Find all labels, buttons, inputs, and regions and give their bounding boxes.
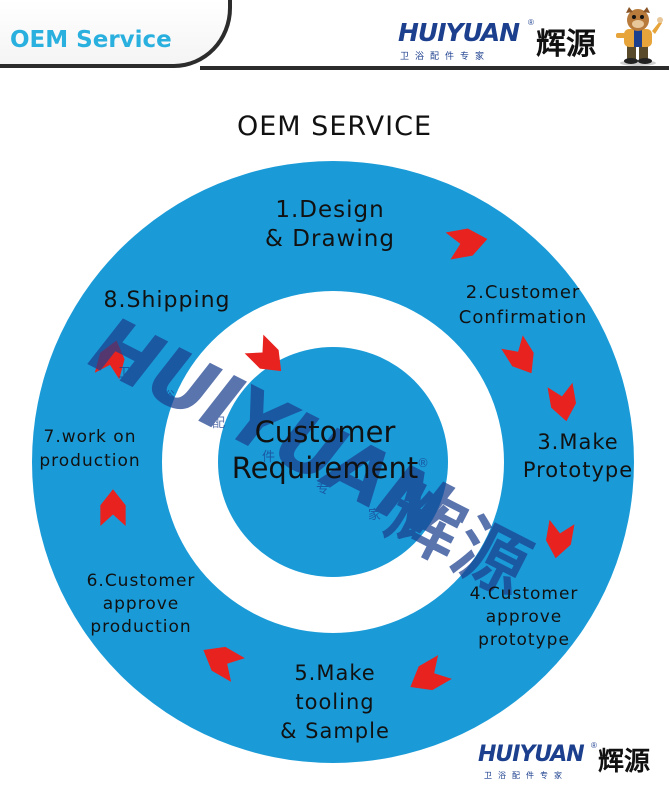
footer-logo-registered-mark: ® [591,741,597,750]
watermark-tagline-char-3: 配 [212,416,226,431]
header-logo: HUIYUAN ® 辉源 卫浴配件专家 [398,18,608,66]
step-3-label: 3.Make Prototype [503,428,653,484]
header: OEM Service HUIYUAN ® 辉源 卫浴配件专家 [0,0,669,78]
step-7-line-1: 7.work on [43,427,137,447]
flow-arrow-3 [547,382,577,422]
step-8-line-1: 8.Shipping [103,288,231,313]
footer-logo-tagline: 卫浴配件专家 [484,771,568,780]
center-disc [218,347,448,577]
step-6-line-1: 6.Customer [86,571,196,591]
footer-logo-wordmark: HUIYUAN [478,742,585,767]
header-tab-title: OEM Service [10,27,172,53]
header-logo-wordmark: HUIYUAN [398,18,520,47]
step-1-line-1: 1.Design [275,197,385,223]
step-2-line-1: 2.Customer [465,282,581,303]
watermark-tagline-char-6: 家 [368,508,382,523]
watermark-tagline-char-4: 件 [262,450,276,465]
center-label-line-1: Customer [254,415,396,449]
watermark-tagline-char-5: 专 [316,482,330,497]
flow-arrow-1 [445,228,488,260]
mascot-icon [616,7,663,66]
step-6-label: 6.Customer approve production [66,570,216,639]
flow-arrow-6 [203,646,245,682]
header-logo-tagline: 卫浴配件专家 [400,51,491,61]
step-4-line-3: prototype [478,630,570,650]
step-3-line-2: Prototype [522,458,634,482]
step-4-label: 4.Customer approve prototype [454,583,594,652]
header-logo-registered-mark: ® [528,18,534,27]
watermark-tagline-char-1: 卫 [118,366,132,381]
step-4-line-2: approve [485,607,563,627]
step-5-line-3: & Sample [280,719,390,743]
step-2-label: 2.Customer Confirmation [447,280,599,330]
step-4-line-1: 4.Customer [469,584,579,604]
page-title: OEM SERVICE [236,111,433,142]
step-7-label: 7.work on production [20,425,160,473]
watermark-tagline-char-2: 浴 [162,390,176,405]
step-1-label: 1.Design & Drawing [255,196,405,254]
flow-arrow-8 [94,340,125,380]
header-rule [200,66,669,70]
flow-arrow-5 [410,655,452,691]
step-6-line-2: approve [102,594,180,614]
step-6-line-3: production [90,617,192,637]
step-5-line-2: tooling [295,690,375,714]
step-2-line-2: Confirmation [458,307,588,328]
flow-arrow-inner [244,334,282,372]
step-3-line-1: 3.Make [537,430,619,454]
step-5-line-1: 5.Make [294,661,376,685]
step-7-line-2: production [39,451,141,471]
step-8-label: 8.Shipping [82,287,252,315]
watermark-registered-mark: ® [417,456,429,470]
footer-logo-chinese-name: 辉源 [598,747,651,777]
step-1-line-2: & Drawing [265,226,395,252]
flow-arrow-2 [501,335,534,374]
center-label-line-2: Requirement [231,451,419,485]
center-label: Customer Requirement [200,414,450,486]
step-5-label: 5.Make tooling & Sample [265,659,405,746]
flow-arrow-4 [545,519,575,559]
footer-logo: HUIYUAN ® 辉源 卫浴配件专家 [478,741,668,792]
header-logo-chinese-name: 辉源 [536,27,596,62]
flow-arrow-7 [100,489,126,526]
